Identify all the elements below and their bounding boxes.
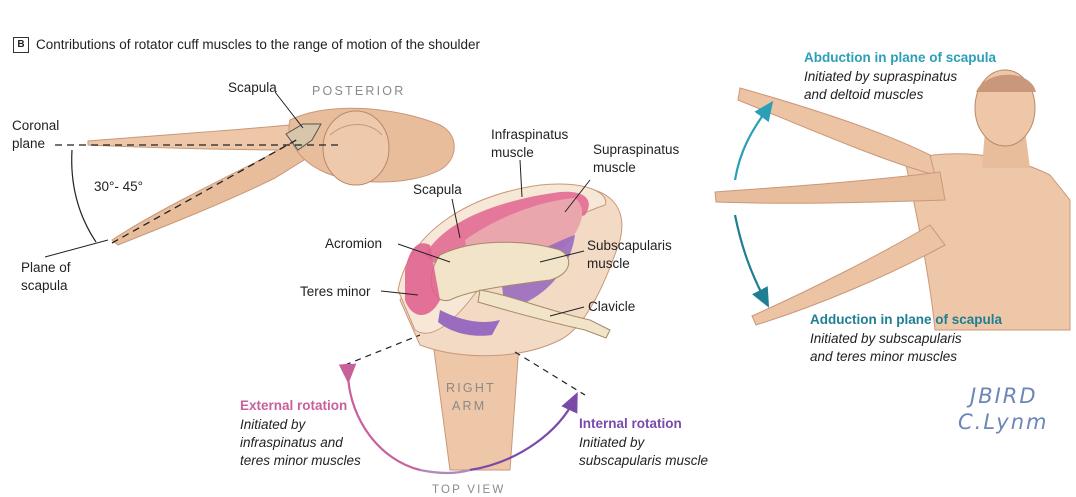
internal-rotation-line2: subscapularis muscle: [579, 452, 708, 469]
adduction-line1: Initiated by subscapularis: [810, 330, 962, 347]
right-arm-label-line1: RIGHT: [446, 381, 496, 395]
infraspinatus-label-line1: Infraspinatus: [491, 126, 568, 143]
abduction-line1: Initiated by supraspinatus: [804, 68, 957, 85]
infraspinatus-label-line2: muscle: [491, 144, 534, 161]
internal-rotation-title: Internal rotation: [579, 416, 682, 431]
adduction-line2: and teres minor muscles: [810, 348, 957, 365]
external-rotation-line2: infraspinatus and: [240, 434, 343, 451]
plane-of-scapula-label-line2: scapula: [21, 277, 68, 294]
signature-line2: C.Lynm: [958, 411, 1048, 433]
signature-line1: JBIRD: [970, 385, 1038, 407]
front-figure: [715, 70, 1070, 330]
internal-rotation-line1: Initiated by: [579, 434, 644, 451]
coronal-plane-label-line1: Coronal: [12, 117, 59, 134]
external-rotation-line3: teres minor muscles: [240, 452, 361, 469]
subscapularis-label-line1: Subscapularis: [587, 237, 672, 254]
coronal-plane-label-line2: plane: [12, 135, 45, 152]
posterior-label: POSTERIOR: [312, 84, 405, 98]
supraspinatus-label-line2: muscle: [593, 159, 636, 176]
right-arm-label-line2: ARM: [452, 399, 486, 413]
scapula-label-center: Scapula: [413, 181, 462, 198]
external-rotation-line1: Initiated by: [240, 416, 305, 433]
teres-minor-label: Teres minor: [300, 283, 371, 300]
external-rotation-title: External rotation: [240, 398, 347, 413]
plane-of-scapula-label-line1: Plane of: [21, 259, 71, 276]
clavicle-label: Clavicle: [588, 298, 635, 315]
angle-label: 30°- 45°: [94, 178, 143, 195]
abduction-line2: and deltoid muscles: [804, 86, 923, 103]
acromion-label: Acromion: [325, 235, 382, 252]
scapula-label-left: Scapula: [228, 79, 277, 96]
posterior-top-figure: [45, 92, 454, 257]
subscapularis-label-line2: muscle: [587, 255, 630, 272]
adduction-title: Adduction in plane of scapula: [810, 312, 1002, 327]
supraspinatus-label-line1: Supraspinatus: [593, 141, 679, 158]
abduction-title: Abduction in plane of scapula: [804, 50, 996, 65]
top-view-label: TOP VIEW: [432, 484, 505, 496]
